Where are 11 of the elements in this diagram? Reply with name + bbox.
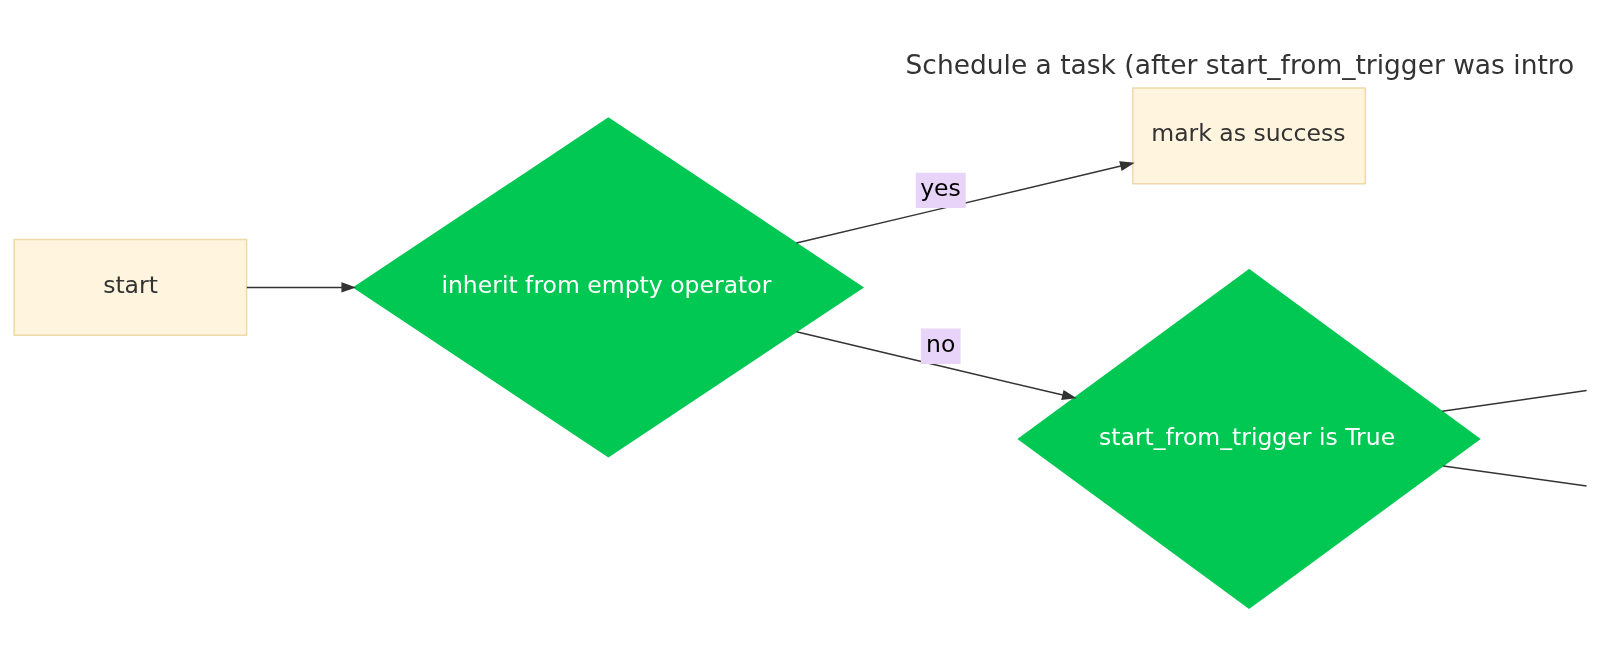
node-box: start [13,238,248,336]
node-box: mark as success [1132,86,1366,184]
edge-label: no [926,329,956,358]
diagram-title: Schedule a task (after start_from_trigger was intro [905,48,1575,80]
connector [1441,389,1588,412]
arrow [246,281,357,293]
node-diamond: inherit from empty operator [352,116,865,457]
arrow [795,160,1135,244]
node-diamond: start_from_trigger is True [1017,268,1481,609]
connector [1442,464,1588,487]
edge-label: yes [920,173,961,202]
